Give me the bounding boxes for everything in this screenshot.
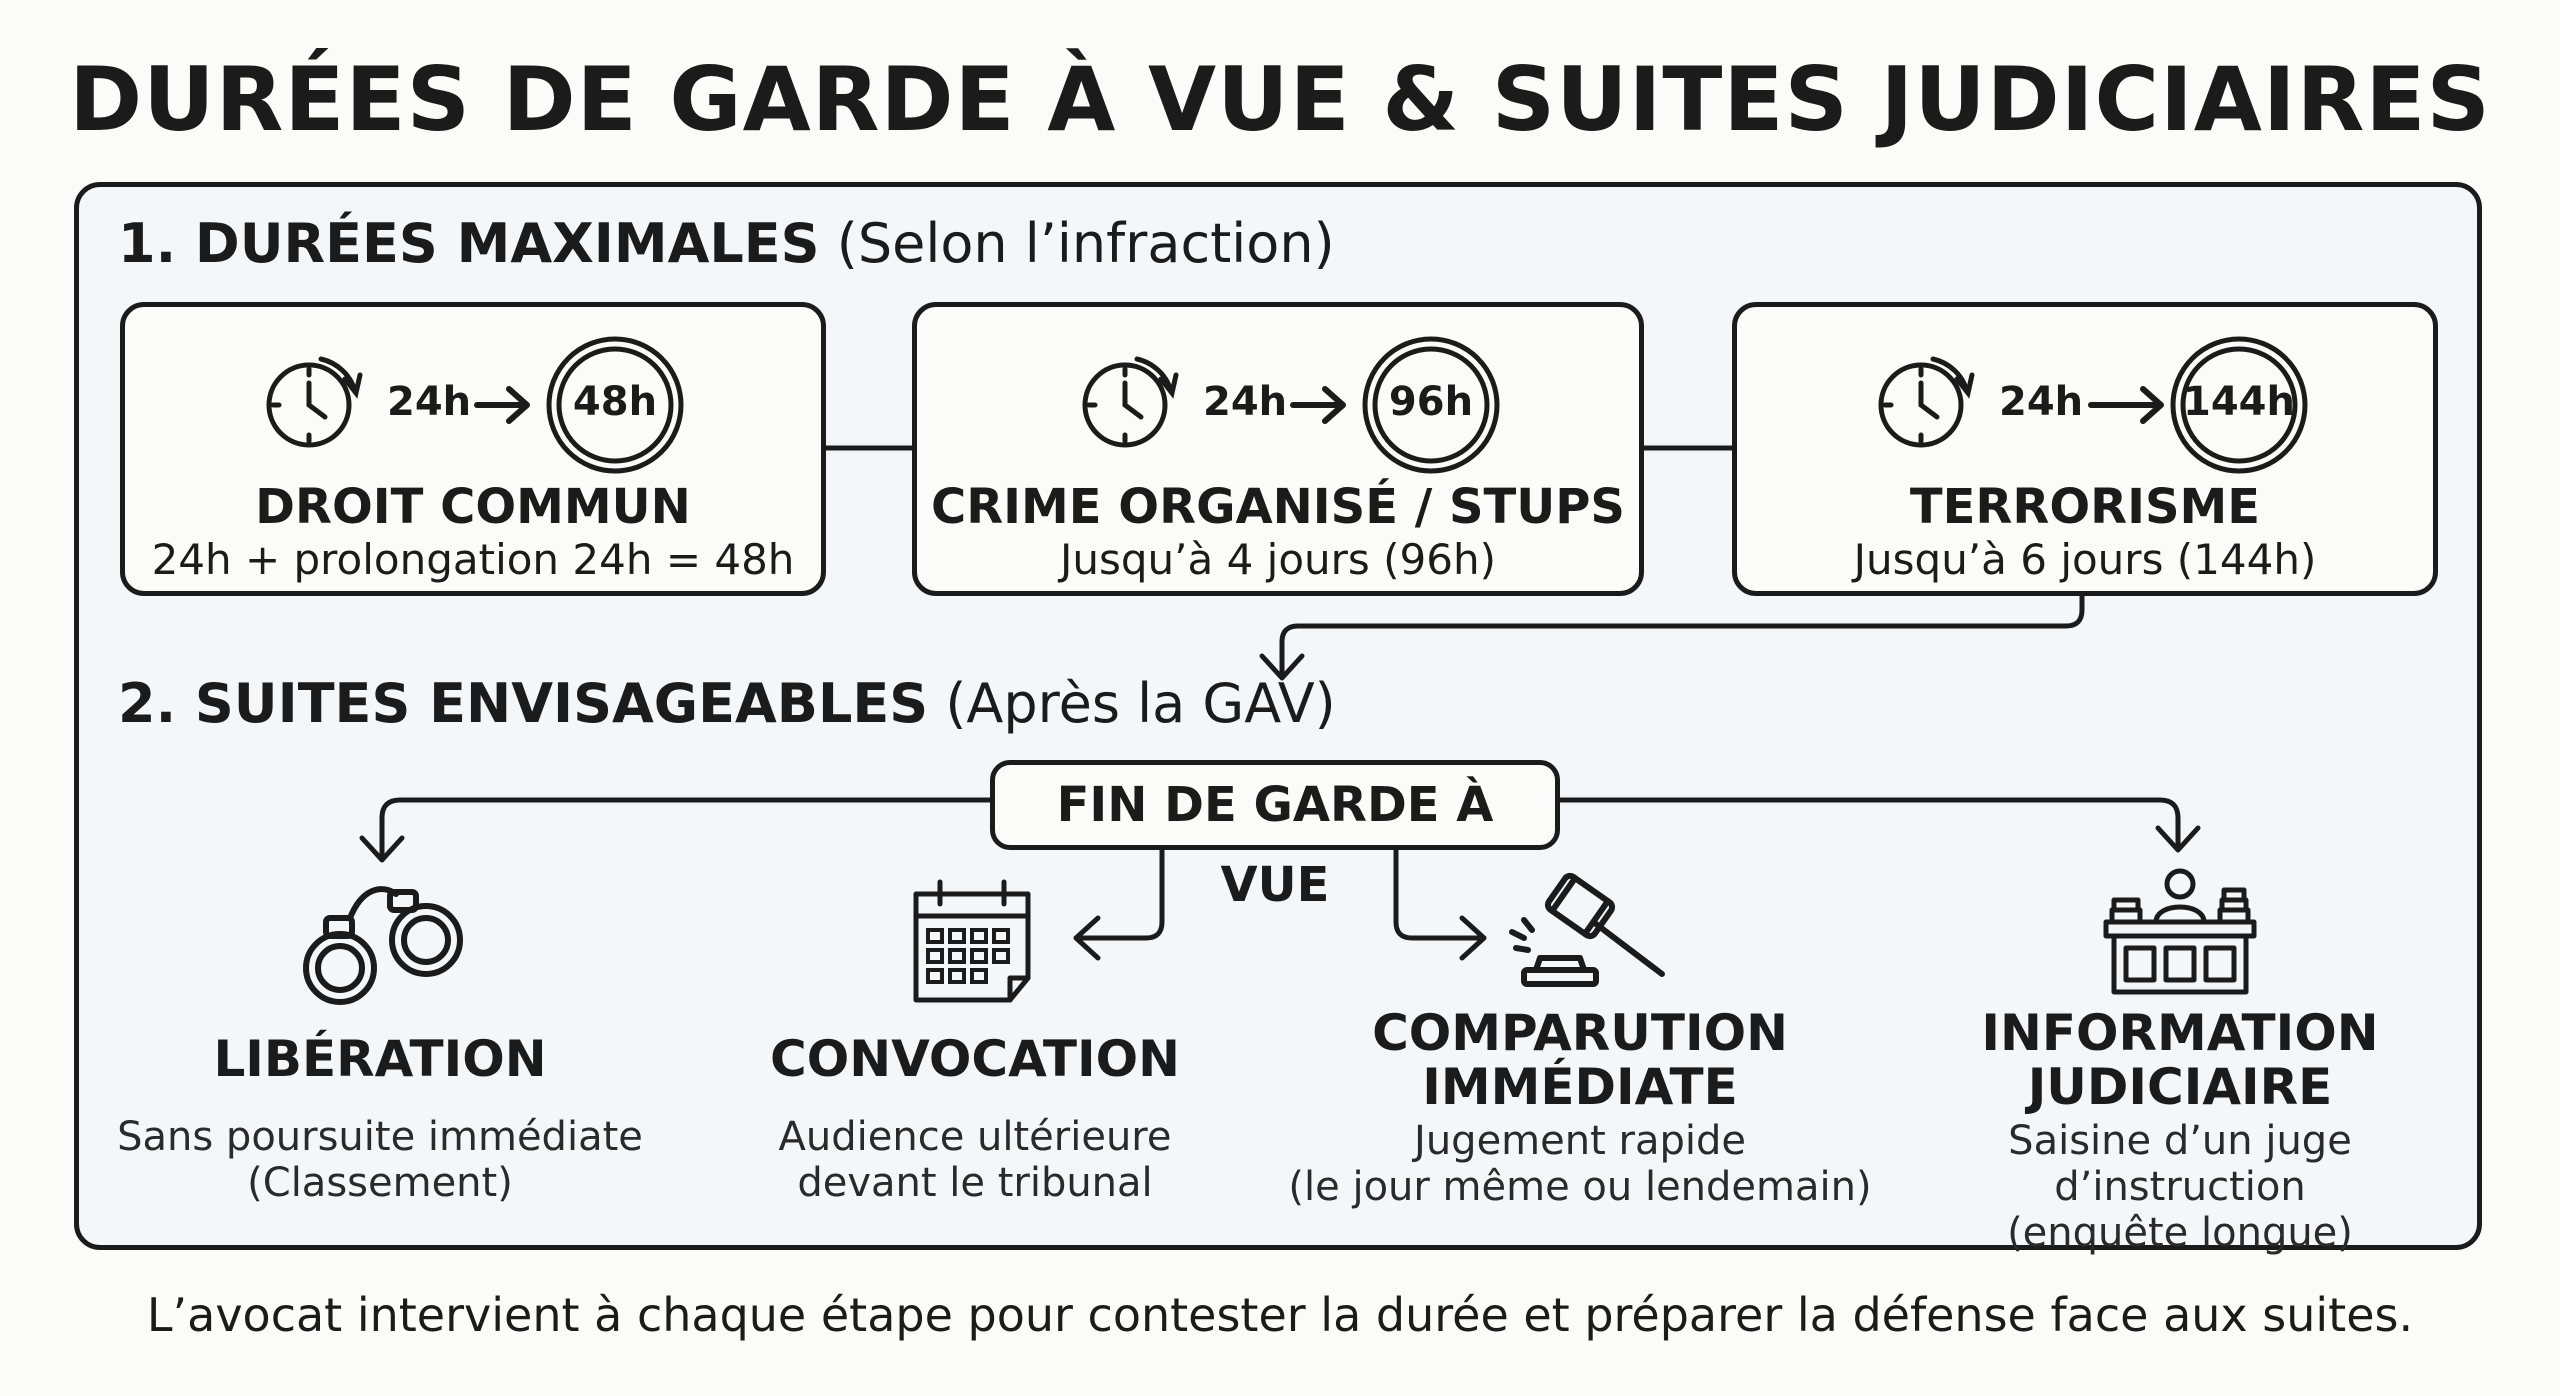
handcuffs-icon — [303, 886, 463, 1005]
outcome-title-line2: IMMÉDIATE — [1422, 1058, 1738, 1116]
card-title: DROIT COMMUN — [255, 479, 691, 535]
branch-comparution — [1393, 847, 1485, 941]
section2-number-label: 2. SUITES ENVISAGEABLES — [118, 672, 929, 735]
card-title: CRIME ORGANISÉ / STUPS — [930, 479, 1625, 535]
duration-to: 96h — [1388, 379, 1474, 425]
arrow-right-icon — [2088, 386, 2164, 424]
outcome-desc-line1: Jugement rapide — [1414, 1118, 1746, 1164]
arrow-right-icon — [474, 386, 530, 424]
outcome-title: CONVOCATION — [770, 1030, 1180, 1088]
outcome-desc-line2: devant le tribunal — [797, 1160, 1153, 1206]
fin-garde-a-vue-box: FIN DE GARDE À VUE — [990, 760, 1560, 913]
card-subtitle: 24h + prolongation 24h = 48h — [151, 535, 795, 584]
duration-card-droit-commun: 24h 48h DROIT COMMUN 24h + prolongation … — [120, 302, 826, 596]
outcome-title-line2: JUDICIAIRE — [2027, 1058, 2333, 1116]
outcome-desc-line1: Sans poursuite immédiate — [117, 1114, 643, 1160]
outcome-desc-line2: (enquête longue) — [2007, 1210, 2353, 1256]
arrow-right-icon — [1290, 386, 1346, 424]
duration-to: 144h — [2183, 379, 2295, 425]
gavel-icon — [1509, 872, 1665, 987]
outcome-information: INFORMATION JUDICIAIRE Saisine d’un juge… — [1890, 1006, 2470, 1256]
max-clock-icon — [2170, 336, 2308, 474]
stopwatch-icon — [1878, 356, 1975, 448]
section1-heading: 1. DURÉES MAXIMALES (Selon l’infraction) — [118, 212, 1335, 275]
duration-from: 24h — [1203, 379, 1288, 425]
outcome-desc-line2: (Classement) — [247, 1160, 513, 1206]
outcome-liberation: LIBÉRATION Sans poursuite immédiate (Cla… — [80, 1032, 680, 1206]
max-clock-icon — [546, 336, 684, 474]
outcome-title: LIBÉRATION — [213, 1030, 547, 1088]
section1-paren: (Selon l’infraction) — [836, 212, 1335, 275]
duration-from: 24h — [387, 379, 472, 425]
branch-liberation — [379, 797, 993, 861]
outcome-desc-line1: Audience ultérieure — [778, 1114, 1172, 1160]
card-subtitle: Jusqu’à 6 jours (144h) — [1853, 535, 2317, 584]
card-title: TERRORISME — [1909, 479, 2261, 535]
page-title: DURÉES DE GARDE À VUE & SUITES JUDICIAIR… — [69, 48, 2491, 151]
footer-note: L’avocat intervient à chaque étape pour … — [146, 1288, 2414, 1342]
max-clock-icon — [1362, 336, 1500, 474]
judge-desk-icon — [2103, 868, 2257, 995]
duration-card-terrorisme: 24h 144h TERRORISME Jusqu’à 6 jours (144… — [1732, 302, 2438, 596]
stopwatch-icon — [1082, 356, 1179, 448]
section2-heading: 2. SUITES ENVISAGEABLES (Après la GAV) — [118, 672, 1336, 735]
outcome-title-line1: COMPARUTION — [1372, 1004, 1788, 1062]
flow-arrow-section2 — [1279, 593, 2085, 679]
duration-from: 24h — [1999, 379, 2084, 425]
branch-convocation — [1075, 847, 1165, 941]
outcome-desc-line1: Saisine d’un juge d’instruction — [2008, 1118, 2352, 1210]
branch-information — [1557, 797, 2181, 851]
outcome-desc-line2: (le jour même ou lendemain) — [1288, 1164, 1872, 1210]
section2-paren: (Après la GAV) — [945, 672, 1336, 735]
calendar-icon — [913, 879, 1031, 1003]
stopwatch-icon — [266, 356, 363, 448]
outcome-comparution: COMPARUTION IMMÉDIATE Jugement rapide (l… — [1270, 1006, 1890, 1210]
duration-card-crime-organise: 24h 96h CRIME ORGANISÉ / STUPS Jusqu’à 4… — [912, 302, 1644, 596]
section1-number-label: 1. DURÉES MAXIMALES — [118, 212, 820, 275]
card-subtitle: Jusqu’à 4 jours (96h) — [1060, 535, 1496, 584]
outcome-title-line1: INFORMATION — [1981, 1004, 2379, 1062]
duration-to: 48h — [572, 379, 658, 425]
outcome-convocation: CONVOCATION Audience ultérieure devant l… — [690, 1032, 1260, 1206]
